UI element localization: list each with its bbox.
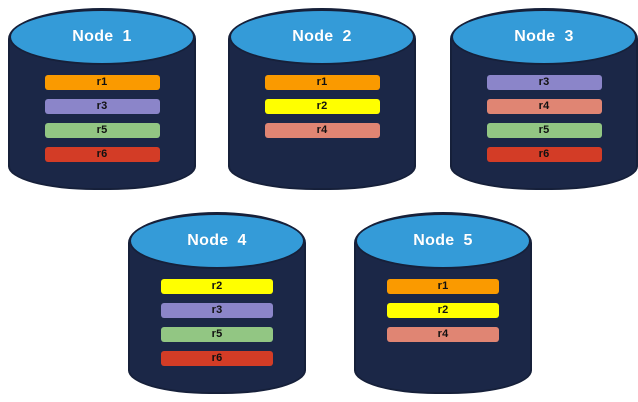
replica-label: r2	[316, 100, 328, 112]
replica-label: r4	[538, 100, 550, 112]
replica-bar[interactable]: r4	[387, 327, 499, 342]
replica-label: r6	[538, 148, 550, 160]
replica-bar[interactable]: r4	[486, 99, 602, 114]
replica-bar[interactable]: r5	[161, 327, 273, 342]
replica-bar[interactable]: r3	[44, 99, 160, 114]
cylinder-top: Node 2	[229, 9, 415, 65]
database-node-2[interactable]: Node 2 r1 r2 r4	[228, 8, 416, 190]
replica-bar[interactable]: r2	[161, 279, 273, 294]
replica-bar[interactable]: r2	[264, 99, 380, 114]
node-title: Node 3	[514, 28, 573, 46]
replica-label: r5	[211, 328, 223, 340]
replica-label: r5	[538, 124, 550, 136]
replica-bar[interactable]: r1	[264, 75, 380, 90]
replica-label: r3	[96, 100, 108, 112]
replica-label: r6	[211, 352, 223, 364]
node-title-name: Node	[413, 232, 455, 249]
replica-bar[interactable]: r3	[486, 75, 602, 90]
node-title: Node 4	[187, 232, 246, 250]
replica-label: r2	[211, 280, 223, 292]
database-node-4[interactable]: Node 4 r2 r3 r5 r6	[128, 212, 306, 394]
node-title-number: 5	[463, 232, 473, 249]
node-title-number: 1	[122, 28, 132, 45]
replica-label: r5	[96, 124, 108, 136]
replica-label: r2	[437, 304, 449, 316]
replica-list: r1 r2 r4	[354, 279, 532, 342]
replica-label: r1	[96, 76, 108, 88]
replica-label: r4	[437, 328, 449, 340]
replica-bar[interactable]: r5	[486, 123, 602, 138]
node-title: Node 2	[292, 28, 351, 46]
replica-label: r4	[316, 124, 328, 136]
replica-label: r1	[437, 280, 449, 292]
replica-label: r3	[211, 304, 223, 316]
node-title-number: 4	[237, 232, 247, 249]
replica-bar[interactable]: r3	[161, 303, 273, 318]
replica-list: r3 r4 r5 r6	[450, 75, 638, 162]
database-node-5[interactable]: Node 5 r1 r2 r4	[354, 212, 532, 394]
replica-bar[interactable]: r6	[486, 147, 602, 162]
replica-label: r6	[96, 148, 108, 160]
replica-list: r1 r3 r5 r6	[8, 75, 196, 162]
node-title-number: 2	[342, 28, 352, 45]
node-title: Node 1	[72, 28, 131, 46]
replica-bar[interactable]: r6	[44, 147, 160, 162]
node-title: Node 5	[413, 232, 472, 250]
replica-list: r2 r3 r5 r6	[128, 279, 306, 366]
cylinder-top: Node 3	[451, 9, 637, 65]
node-title-name: Node	[292, 28, 334, 45]
replica-bar[interactable]: r2	[387, 303, 499, 318]
cylinder-top: Node 1	[9, 9, 195, 65]
replica-label: r3	[538, 76, 550, 88]
replica-bar[interactable]: r5	[44, 123, 160, 138]
replica-bar[interactable]: r4	[264, 123, 380, 138]
replica-list: r1 r2 r4	[228, 75, 416, 138]
cylinder-top: Node 4	[129, 213, 305, 269]
database-node-3[interactable]: Node 3 r3 r4 r5 r6	[450, 8, 638, 190]
node-title-name: Node	[72, 28, 114, 45]
node-title-number: 3	[564, 28, 574, 45]
cylinder-top: Node 5	[355, 213, 531, 269]
replica-label: r1	[316, 76, 328, 88]
replica-bar[interactable]: r1	[44, 75, 160, 90]
node-title-name: Node	[187, 232, 229, 249]
database-node-1[interactable]: Node 1 r1 r3 r5 r6	[8, 8, 196, 190]
replica-bar[interactable]: r6	[161, 351, 273, 366]
node-title-name: Node	[514, 28, 556, 45]
replica-bar[interactable]: r1	[387, 279, 499, 294]
